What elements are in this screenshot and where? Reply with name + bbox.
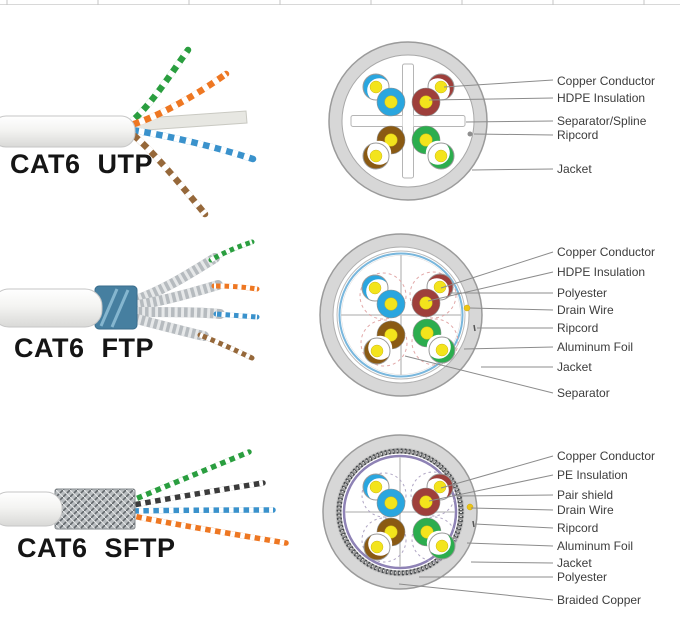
part-label-sftp-aluminum-foil: Aluminum Foil: [557, 539, 634, 553]
part-label-ftp-copper-conductor: Copper Conductor: [557, 245, 656, 259]
part-label-sftp-drain-wire: Drain Wire: [557, 503, 614, 517]
sftp-drain-wire-dot: [466, 503, 474, 511]
utp-cable-name: CAT6 UTP: [10, 149, 154, 179]
part-label-ftp-hdpe-insulation: HDPE Insulation: [557, 265, 646, 279]
part-label-utp-hdpe-insulation: HDPE Insulation: [557, 91, 646, 105]
sftp-pair-maroon: [411, 473, 454, 517]
sftp-cable-photo: [0, 449, 289, 546]
ftp-cable-photo: [0, 239, 260, 361]
ftp-pair-blue: [361, 274, 406, 319]
part-label-utp-jacket: Jacket: [557, 162, 592, 176]
utp-spline-cross: [350, 63, 466, 179]
utp-cable-photo: [0, 46, 257, 218]
part-label-sftp-ripcord: Ripcord: [557, 521, 599, 535]
ftp-jacket: [0, 288, 103, 328]
utp-pair-green: [411, 125, 455, 170]
part-label-sftp-pair-shield: Pair shield: [557, 488, 614, 502]
sftp-cable-name: CAT6 SFTP: [17, 533, 176, 563]
part-label-utp-separator-spline: Separator/Spline: [557, 114, 647, 128]
utp-jacket: [0, 115, 136, 148]
part-label-ftp-separator: Separator: [557, 386, 610, 400]
part-label-ftp-aluminum-foil: Aluminum Foil: [557, 340, 634, 354]
part-label-ftp-jacket: Jacket: [557, 360, 592, 374]
sftp-cross-section: [322, 434, 478, 590]
ftp-polyester-ring: [336, 250, 466, 380]
leader-lines: [398, 79, 554, 601]
sftp-pair-green: [412, 517, 456, 560]
ftp-pair-green: [412, 318, 456, 364]
utp-ripcord-dot: [467, 131, 473, 137]
ftp-cable-name: CAT6 FTP: [14, 333, 154, 363]
part-label-sftp-jacket: Jacket: [557, 556, 592, 570]
part-label-utp-copper-conductor: Copper Conductor: [557, 74, 656, 88]
part-label-sftp-braided-copper: Braided Copper: [557, 593, 642, 607]
ftp-pair-brown: [363, 320, 406, 365]
sftp-braid-section: [54, 488, 136, 530]
utp-pair-blue: [362, 73, 406, 117]
sftp-aluminum-foil-ring: [342, 454, 458, 570]
sftp-pair-blue: [362, 473, 406, 518]
part-label-sftp-pe-insulation: PE Insulation: [557, 468, 628, 482]
part-label-ftp-polyester: Polyester: [557, 286, 608, 300]
part-label-sftp-polyester: Polyester: [557, 570, 608, 584]
sftp-jacket: [0, 491, 63, 527]
utp-cross-section: [328, 41, 488, 201]
ftp-aluminum-foil-ring: [338, 252, 464, 378]
sftp-pair-brown: [363, 517, 406, 561]
ftp-ripcord-mark: [473, 324, 476, 332]
part-label-ftp-drain-wire: Drain Wire: [557, 303, 614, 317]
ftp-separator-cross: [341, 255, 461, 375]
part-label-ftp-ripcord: Ripcord: [557, 321, 599, 335]
sftp-ripcord-mark: [472, 520, 475, 528]
ftp-cross-section: [319, 233, 483, 397]
part-label-utp-ripcord: Ripcord: [557, 128, 599, 142]
ftp-pair-maroon: [411, 273, 454, 318]
utp-pair-maroon: [411, 73, 455, 117]
table-border-top: [0, 0, 680, 5]
sftp-braided-copper-ring: [336, 448, 464, 576]
ftp-drain-wire-dot: [463, 304, 471, 312]
part-label-sftp-copper-conductor: Copper Conductor: [557, 449, 656, 463]
utp-pair-brown: [362, 125, 406, 170]
